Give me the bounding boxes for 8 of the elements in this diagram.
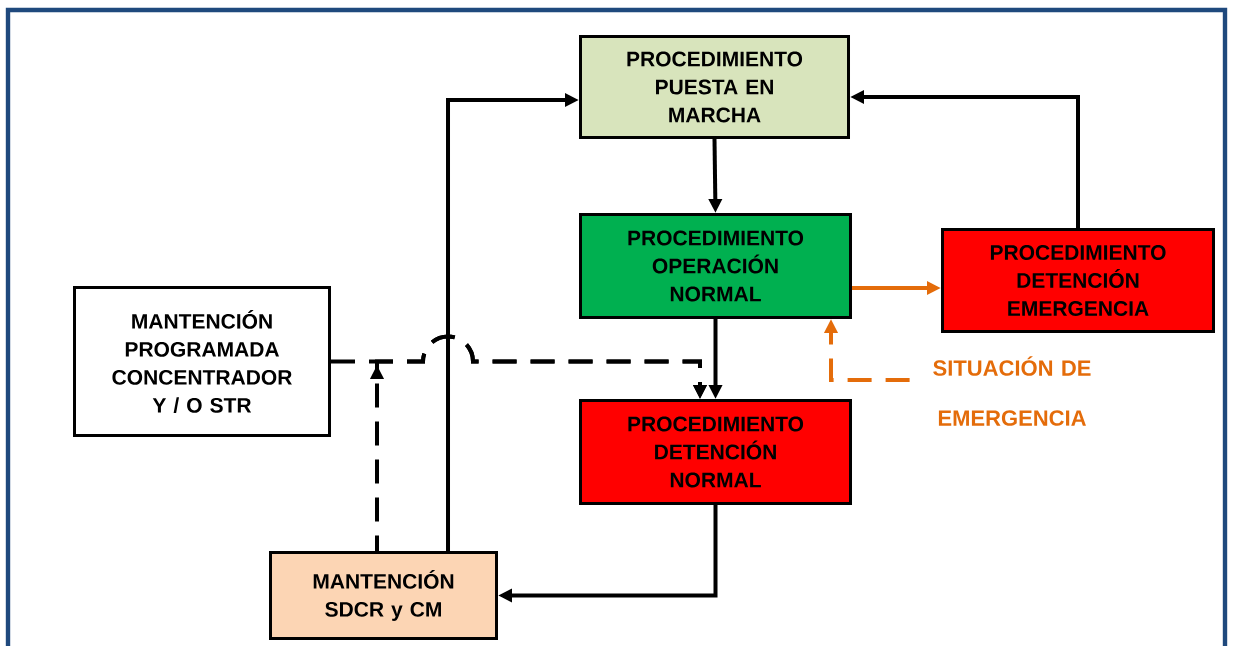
process-box: PROCEDIMIENTO DETENCIÓN NORMAL: [579, 399, 852, 505]
process-box: PROCEDIMIENTO DETENCIÓN EMERGENCIA: [941, 228, 1215, 333]
process-box: PROCEDIMIENTO OPERACIÓN NORMAL: [579, 213, 852, 319]
process-box: MANTENCIÓN SDCR y CM: [269, 551, 498, 640]
annotation-text: SITUACIÓN DE EMERGENCIA: [933, 356, 1091, 426]
process-box: PROCEDIMIENTO PUESTA EN MARCHA: [579, 35, 850, 139]
dashed-arrow: [369, 334, 708, 551]
process-box: MANTENCIÓN PROGRAMADA CONCENTRADOR Y / O STR: [73, 286, 331, 437]
